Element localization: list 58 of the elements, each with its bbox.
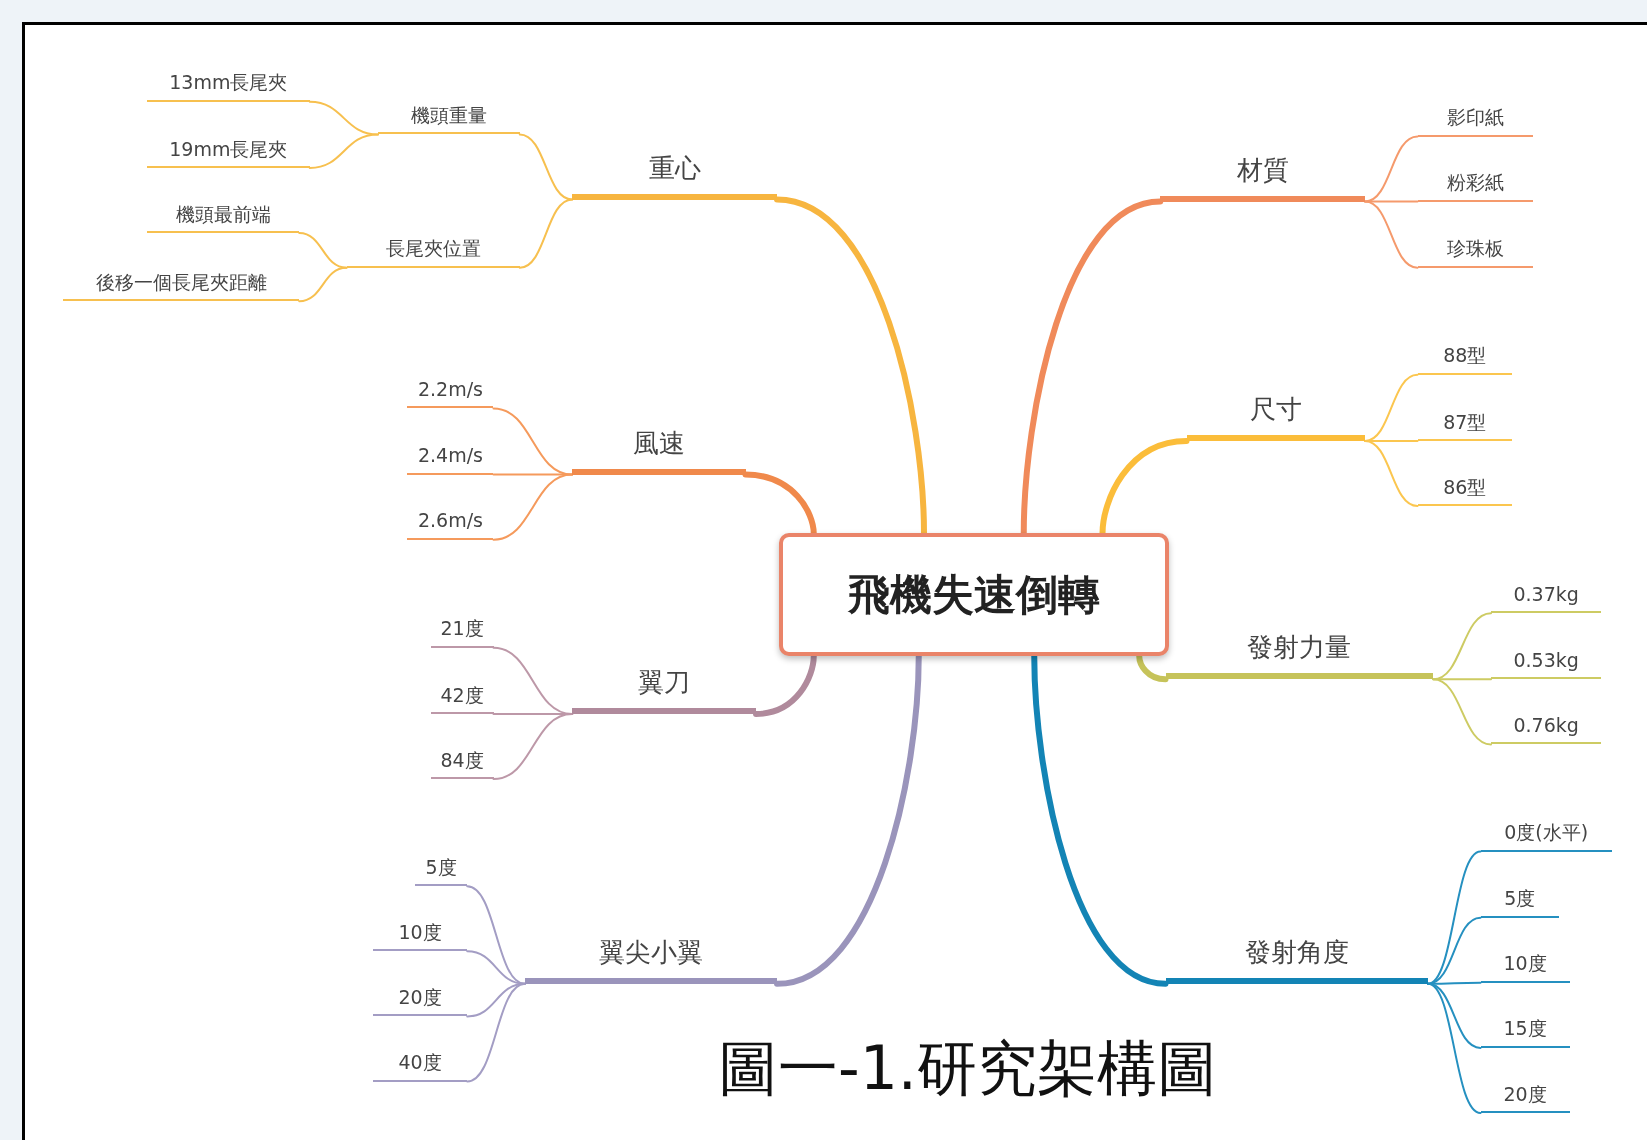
subtopic: 影印紙 [1417,104,1533,137]
branch-line [1432,678,1492,681]
subtopic: 0.76kg [1491,712,1602,745]
subtopic: 84度 [430,747,494,780]
subtopic: 10度 [1480,950,1570,983]
branch-topic: 發射角度 [1165,935,1428,984]
subtopic: 5度 [414,854,468,887]
subtopic: 40度 [372,1049,468,1082]
subtopic: 20度 [1480,1081,1570,1113]
subtopic: 機頭重量 [378,102,520,135]
subtopic: 86型 [1417,474,1512,507]
subtopic: 粉彩紙 [1417,169,1533,202]
subtopic: 2.2m/s [407,376,494,409]
branch-line [466,982,526,1083]
branch-line [1364,200,1419,269]
figure-caption: 圖一-1.研究架構圖 [718,1038,1217,1098]
central-topic-text: 飛機失速倒轉 [847,569,1100,622]
subtopic: 機頭最前端 [147,201,300,234]
branch-line [492,407,574,476]
subtopic: 0.53kg [1491,647,1602,680]
subtopic: 5度 [1480,885,1560,918]
subtopic: 長尾夾位置 [346,235,520,268]
branch-line [518,133,574,201]
branch-line [308,100,379,136]
branch-line [1427,982,1482,1114]
branch-topic: 翼尖小翼 [525,935,777,984]
subtopic: 15度 [1480,1015,1570,1048]
branch-line [492,713,574,781]
branch-topic: 風速 [572,426,746,475]
branch-line [1364,135,1419,203]
branch-topic: 翼刀 [572,666,756,714]
branch-topic: 重心 [572,151,777,200]
subtopic: 21度 [430,615,494,648]
branch-topic: 材質 [1160,153,1365,202]
subtopic: 87型 [1417,409,1512,441]
subtopic: 0度(水平) [1480,819,1612,852]
subtopic: 珍珠板 [1417,235,1533,268]
branch-line [1427,916,1482,985]
branch-line [308,133,379,169]
branch-line [1364,440,1419,508]
subtopic: 後移一個長尾夾距離 [63,269,300,302]
subtopic: 19mm長尾夾 [147,136,310,168]
subtopic: 42度 [430,682,494,714]
branch-line [1432,678,1492,746]
branch-line [492,473,574,541]
subtopic: 2.4m/s [407,442,494,475]
branch-topic: 尺寸 [1186,393,1365,441]
branch-line [466,885,526,985]
subtopic: 20度 [372,984,468,1017]
branch-line [298,266,348,303]
branch-line [518,198,574,269]
subtopic: 88型 [1417,342,1512,375]
subtopic: 13mm長尾夾 [147,69,310,102]
branch-topic: 發射力量 [1165,631,1434,680]
subtopic: 10度 [372,919,468,952]
subtopic: 0.37kg [1491,581,1602,614]
central-topic-box [779,533,1169,657]
subtopic: 2.6m/s [407,507,494,540]
